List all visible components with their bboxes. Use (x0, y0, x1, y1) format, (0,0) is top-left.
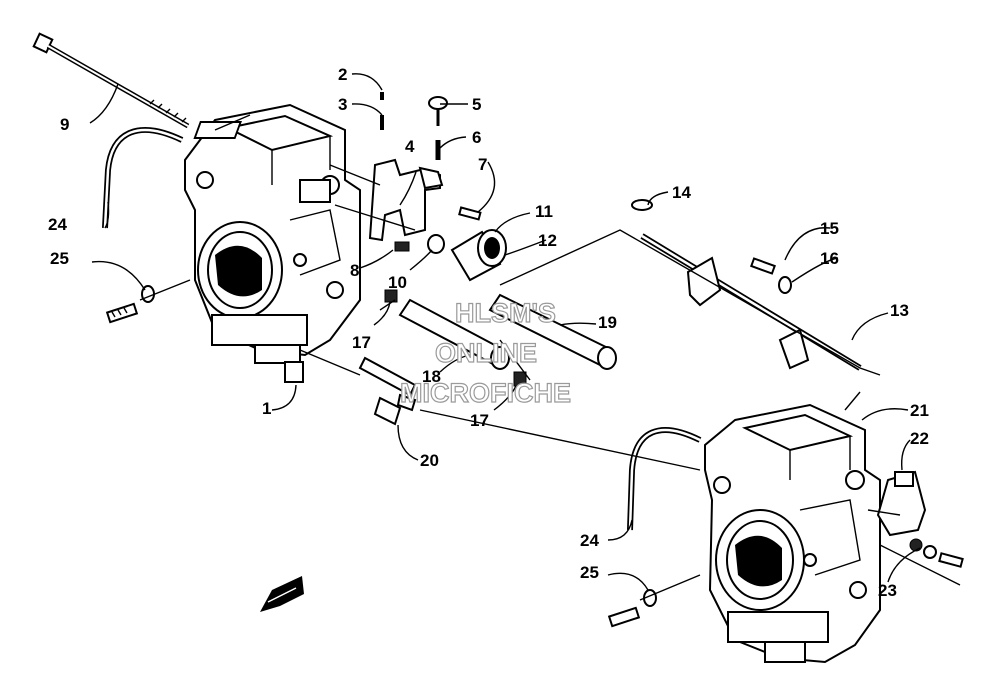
callout-6: 6 (472, 128, 481, 147)
callout-24-left: 24 (48, 215, 67, 234)
watermark-line-3: MICROFICHE (400, 378, 571, 408)
callout-15: 15 (820, 219, 839, 238)
alignment-lines (139, 114, 961, 601)
direction-arrow-icon (260, 576, 304, 612)
callout-4: 4 (405, 137, 415, 156)
watermark: HLSM'S ONLINE MICROFICHE (399, 297, 571, 408)
callout-24-right: 24 (580, 531, 599, 550)
tee-fitting (358, 356, 417, 426)
watermark-line-1: HLSM'S (455, 298, 556, 328)
callout-7: 7 (478, 155, 487, 174)
leader-lines (89, 73, 921, 591)
callout-9: 9 (60, 115, 69, 134)
fuel-tubes (398, 293, 617, 370)
callout-25-left: 25 (50, 249, 69, 268)
pulley-assembly (427, 229, 507, 282)
throttle-shaft (631, 199, 862, 371)
callout-21: 21 (910, 401, 929, 420)
callout-8: 8 (350, 261, 359, 280)
watermark-line-2: ONLINE (435, 338, 537, 368)
throttle-sensor (876, 470, 964, 568)
callout-18: 18 (422, 367, 441, 386)
callout-20: 20 (420, 451, 439, 470)
screw-right (607, 589, 657, 628)
callout-25-right: 25 (580, 563, 599, 582)
callout-19: 19 (598, 313, 617, 332)
callout-1: 1 (262, 399, 271, 418)
callout-5: 5 (472, 95, 481, 114)
callout-10: 10 (388, 273, 407, 292)
callout-13: 13 (890, 301, 909, 320)
callout-2: 2 (338, 65, 347, 84)
callout-16: 16 (820, 249, 839, 268)
callout-14: 14 (672, 183, 691, 202)
callout-labels: 2 3 4 5 6 7 8 9 10 11 12 13 14 15 16 17 … (48, 65, 929, 600)
callout-11: 11 (535, 202, 553, 221)
callout-3: 3 (338, 95, 347, 114)
long-bolt (32, 32, 190, 129)
carburetor-right (704, 403, 881, 664)
callout-12: 12 (538, 231, 557, 250)
callout-17-left: 17 (352, 333, 371, 352)
screw-left (105, 285, 155, 324)
callout-17-right: 17 (470, 411, 489, 430)
small-parts-upper (368, 92, 527, 387)
carburetor-left (184, 103, 361, 383)
callout-23: 23 (878, 581, 897, 600)
fuel-hose-right (627, 427, 702, 531)
callout-22: 22 (910, 429, 929, 448)
